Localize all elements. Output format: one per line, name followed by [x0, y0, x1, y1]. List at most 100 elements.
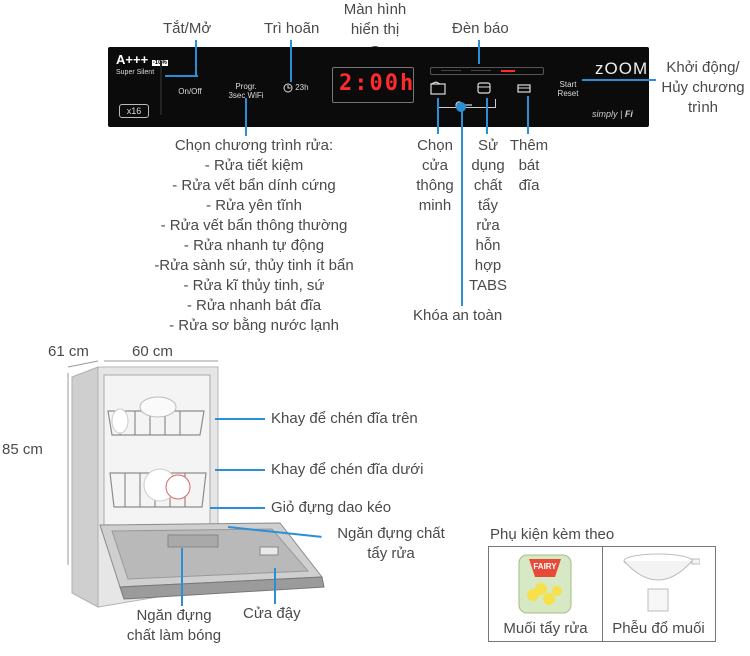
label-smart-door-3: thông — [416, 177, 454, 194]
program-item: - Rửa vết bẩn thông thường — [160, 217, 348, 234]
label-funnel: Phễu đổ muối — [612, 620, 705, 637]
leader-lower-rack — [215, 469, 265, 471]
program-list-title: Chọn chương trình rửa: — [174, 137, 334, 154]
label-display-line2: hiển thị — [350, 21, 400, 38]
simply-fi-logo: simply | Fi — [592, 109, 633, 119]
extra-dishes-icon[interactable] — [516, 82, 532, 94]
label-smart-door-2: cửa — [422, 157, 448, 174]
display-screen: 2:00h — [332, 67, 414, 103]
label-extra-1: Thêm — [509, 137, 549, 154]
label-display: Màn hình hiển thị — [336, 0, 414, 40]
capacity-badge: x16 — [119, 104, 149, 118]
label-display-line1: Màn hình — [343, 1, 407, 18]
leader-indicator — [478, 40, 480, 64]
label-detergent-1: Ngăn đựng chất — [337, 525, 445, 542]
delay-button-label: 23h — [295, 83, 309, 93]
label-tabs-7: hợp — [474, 257, 502, 274]
program-item: -Rửa sành sứ, thủy tinh ít bẩn — [154, 257, 354, 274]
label-tabs-8: TABS — [468, 277, 508, 294]
label-start-line1: Khởi động/ — [666, 59, 740, 76]
label-upper-rack: Khay để chén đĩa trên — [271, 410, 418, 427]
indicator-light-red — [501, 70, 515, 72]
leader-tabs — [486, 98, 488, 134]
program-item: - Rửa kĩ thủy tinh, sứ — [183, 277, 325, 294]
label-rinse: Ngăn đựng chất làm bóng — [115, 606, 233, 646]
label-start-line2: Hủy chương — [661, 79, 745, 96]
brand-sub: Super Silent — [116, 69, 155, 76]
program-button-sub: 3sec WiFi — [228, 91, 264, 100]
leader-smart-door — [437, 98, 439, 134]
reset-button-label: Reset — [557, 89, 579, 98]
smart-door-icon[interactable] — [430, 81, 448, 95]
energy-badge: -10% — [151, 60, 168, 66]
energy-rating: A+++ -10% — [116, 53, 168, 70]
onoff-button[interactable]: On/Off — [178, 87, 202, 96]
leader-onoff-h — [165, 75, 198, 77]
leader-upper-rack — [215, 418, 265, 420]
label-smart-door-4: minh — [418, 197, 452, 214]
label-start-line3: trình — [687, 99, 718, 116]
label-detergent: Ngăn đựng chất tẩy rửa — [326, 524, 456, 564]
program-item: - Rửa tiết kiệm — [204, 157, 304, 174]
leader-start — [582, 79, 656, 81]
label-rinse-2: chất làm bóng — [126, 627, 222, 644]
dim-width: 60 cm — [132, 343, 173, 360]
label-door: Cửa đậy — [243, 605, 301, 622]
program-item: - Rửa nhanh bát đĩa — [186, 297, 322, 314]
zoom-logo: zOOM — [595, 59, 649, 78]
label-tabs-6: hỗn — [475, 237, 501, 254]
program-item: - Rửa vết bẩn dính cứng — [172, 177, 336, 194]
label-smart-door-1: Chọn — [417, 137, 453, 154]
label-tabs-3: chất — [473, 177, 503, 194]
program-button-label: Progr. — [235, 82, 257, 91]
label-tabs-4: tẩy — [477, 197, 498, 214]
start-button-label: Start — [559, 80, 577, 89]
indicator-bar — [430, 67, 544, 75]
delay-button[interactable]: 23h — [283, 83, 323, 93]
control-panel: A+++ -10% Super Silent x16 On/Off Progr.… — [108, 47, 649, 127]
leader-door — [274, 568, 276, 604]
label-delay: Trì hoãn — [264, 20, 320, 37]
label-tabs-5: rửa — [476, 217, 500, 234]
leader-delay — [290, 40, 292, 82]
label-lower-rack: Khay để chén đĩa dưới — [271, 461, 424, 478]
label-detergent-2: tẩy rửa — [367, 545, 415, 562]
display-digits: 2:00h — [339, 71, 416, 96]
program-list: Chọn chương trình rửa: - Rửa tiết kiệm -… — [138, 136, 370, 336]
program-item: - Rửa nhanh tự động — [183, 237, 325, 254]
indicator-light-1 — [441, 70, 461, 71]
label-cutlery: Giỏ đựng dao kéo — [271, 499, 392, 516]
label-indicator: Đèn báo — [452, 20, 509, 37]
leader-cutlery — [210, 507, 265, 509]
program-button[interactable]: Progr. 3sec WiFi — [222, 82, 270, 100]
leader-extra — [527, 96, 529, 134]
label-extra: Thêm bát đĩa — [506, 136, 552, 196]
fi-text: Fi — [624, 109, 633, 119]
label-rinse-1: Ngăn đựng — [136, 607, 212, 624]
fairy-salt-image — [518, 554, 572, 614]
leader-onoff — [195, 40, 197, 76]
leader-rinse — [181, 548, 183, 606]
dimension-lines — [67, 360, 218, 565]
label-tabs: Sử dụng chất tẩy rửa hỗn hợp TABS — [463, 136, 513, 296]
dim-height: 85 cm — [2, 441, 43, 458]
label-lock: Khóa an toàn — [413, 307, 503, 324]
indicator-light-2 — [471, 70, 491, 71]
energy-rating-text: A+++ — [116, 52, 149, 67]
label-salt: Muối tẩy rửa — [503, 620, 588, 637]
simply-text: simply — [592, 109, 618, 119]
label-tabs-2: dụng — [471, 157, 505, 174]
tabs-detergent-icon[interactable] — [476, 81, 492, 95]
program-item: - Rửa sơ bằng nước lạnh — [169, 317, 339, 334]
program-item: - Rửa yên tĩnh — [206, 197, 302, 214]
label-smart-door: Chọn cửa thông minh — [410, 136, 460, 216]
dishwasher-illustration — [67, 360, 325, 608]
start-reset-button[interactable]: Start Reset — [550, 80, 586, 98]
fairy-brand: FAIRY — [533, 562, 557, 571]
leader-program — [245, 98, 247, 136]
panel-divider — [160, 61, 162, 115]
label-start: Khởi động/ Hủy chương trình — [655, 58, 750, 118]
accessories-title: Phụ kiện kèm theo — [490, 526, 615, 543]
label-tabs-1: Sử — [477, 137, 499, 154]
label-onoff: Tắt/Mở — [163, 20, 212, 37]
